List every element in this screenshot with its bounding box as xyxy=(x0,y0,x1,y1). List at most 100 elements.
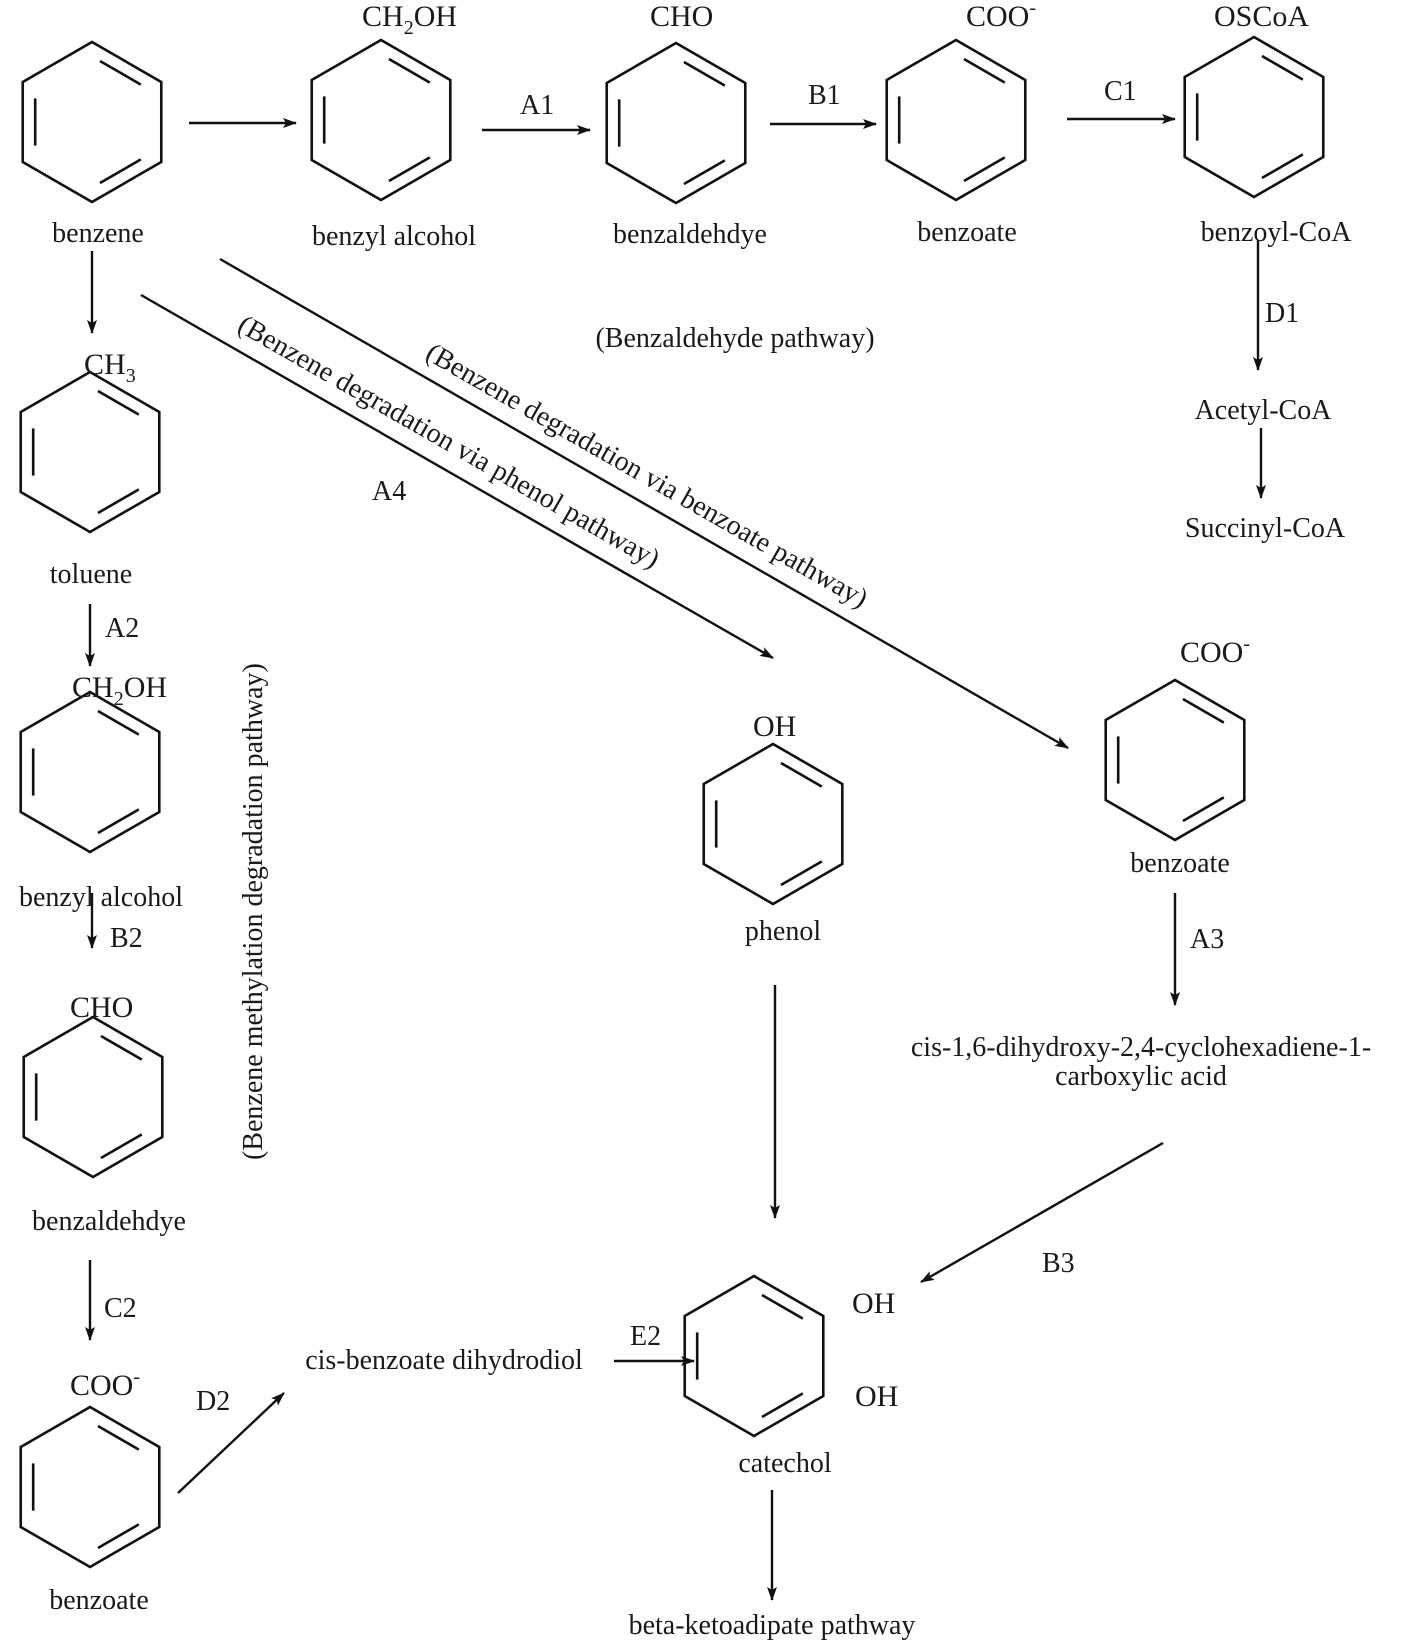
enzyme-labels: A1 B1 C1 D1 A2 B2 C2 D2 E2 A3 B3 A4 xyxy=(104,76,1299,1417)
compound-names: benzene benzyl alcohol benzaldehdye benz… xyxy=(19,217,1371,1641)
arrow-A4-phenol-pathway xyxy=(140,293,774,660)
enzyme-A1: A1 xyxy=(520,90,554,121)
ring-benzoate-left-outline xyxy=(19,1405,161,1569)
ring-benzyl-alcohol-left-double-bond xyxy=(97,709,140,736)
label-succinyl-coa: Succinyl-CoA xyxy=(1185,513,1346,544)
ring-benzyl-alcohol-left-double-bond xyxy=(97,808,140,835)
ring-benzyl-alcohol-top-double-bond xyxy=(388,156,431,183)
label-cyclohexadiene-line2: carboxylic acid xyxy=(1055,1061,1227,1092)
pathway-label-methylation: (Benzene methylation degradation pathway… xyxy=(238,663,269,1160)
enzyme-E2: E2 xyxy=(630,1321,661,1352)
label-benzene: benzene xyxy=(52,218,144,249)
enzyme-A2: A2 xyxy=(105,613,139,644)
ring-catechol-double-bond xyxy=(761,1293,804,1320)
ring-benzaldehyde-left-outline xyxy=(22,1015,164,1179)
ring-phenol-double-bond xyxy=(780,860,823,887)
ring-benzoate-top-double-bond xyxy=(963,57,1006,84)
ring-benzyl-alcohol-left xyxy=(19,690,161,854)
label-benzoyl-coa: benzoyl-CoA xyxy=(1201,217,1353,248)
label-cyclohexadiene-line1: cis-1,6-dihydroxy-2,4-cyclohexadiene-1- xyxy=(911,1032,1371,1063)
catechol-oh-2: OH xyxy=(855,1380,898,1413)
label-catechol: catechol xyxy=(738,1448,831,1479)
ring-phenol-double-bond xyxy=(780,761,823,788)
label-benzoate-left: benzoate xyxy=(49,1585,149,1616)
ring-phenol-outline xyxy=(702,742,844,906)
label-benzyl-alcohol-left: benzyl alcohol xyxy=(19,882,183,913)
enzyme-B2: B2 xyxy=(110,923,143,954)
ring-benzoate-right-double-bond xyxy=(1182,697,1225,724)
enzyme-D2: D2 xyxy=(196,1386,230,1417)
ring-benzene-double-bond xyxy=(99,158,142,185)
ring-benzaldehyde-left-double-bond xyxy=(100,1133,143,1160)
label-acetyl-coa: Acetyl-CoA xyxy=(1195,395,1333,426)
enzyme-A4: A4 xyxy=(372,476,406,507)
enzyme-C1: C1 xyxy=(1104,76,1137,107)
substituent-benzaldehyde-left: CHO xyxy=(70,991,133,1024)
ring-benzene-outline xyxy=(21,40,163,204)
substituent-benzoate-right: COO- xyxy=(1180,633,1250,669)
enzyme-B1: B1 xyxy=(808,80,841,111)
enzyme-B3: B3 xyxy=(1042,1248,1075,1279)
ring-benzoyl-coa-double-bond xyxy=(1261,54,1304,81)
ring-benzene-double-bond xyxy=(99,59,142,86)
label-toluene: toluene xyxy=(50,559,132,590)
ring-benzoate-top-outline xyxy=(885,38,1027,202)
ring-toluene-outline xyxy=(19,370,161,534)
ring-catechol-outline xyxy=(683,1274,825,1438)
label-beta-ketoadipate: beta-ketoadipate pathway xyxy=(629,1610,916,1641)
enzyme-D1: D1 xyxy=(1265,298,1299,329)
arrow-D2 xyxy=(177,1392,285,1494)
label-phenol: phenol xyxy=(745,916,821,947)
ring-toluene-double-bond xyxy=(97,389,140,416)
substituent-benzoate-top: COO- xyxy=(966,0,1036,33)
ring-benzoate-left-double-bond xyxy=(97,1424,140,1451)
substituent-benzoate-left: COO- xyxy=(70,1366,140,1402)
pathway-label-benzaldehyde: (Benzaldehyde pathway) xyxy=(595,323,874,354)
ring-benzaldehyde-left xyxy=(22,1015,164,1179)
ring-benzaldehyde-left-double-bond xyxy=(100,1034,143,1061)
substituent-phenol: OH xyxy=(753,710,796,743)
ring-benzoate-top-double-bond xyxy=(963,156,1006,183)
ring-benzene xyxy=(21,40,163,204)
ring-benzoate-right xyxy=(1104,678,1246,842)
ring-toluene-double-bond xyxy=(97,488,140,515)
label-benzoate-right: benzoate xyxy=(1130,848,1230,879)
substituent-benzaldehyde-top: CHO xyxy=(650,0,713,33)
catechol-oh-1: OH xyxy=(852,1287,895,1320)
ring-benzaldehyde-top-double-bond xyxy=(683,159,726,186)
label-benzoate-top: benzoate xyxy=(917,217,1017,248)
ring-catechol xyxy=(683,1274,825,1438)
ring-benzaldehyde-top-double-bond xyxy=(683,60,726,87)
ring-benzoyl-coa xyxy=(1183,35,1325,199)
label-benzaldehyde-left: benzaldehdye xyxy=(32,1206,186,1237)
label-benzaldehyde-top: benzaldehdye xyxy=(613,219,767,250)
label-benzyl-alcohol-top: benzyl alcohol xyxy=(312,221,476,252)
substituent-toluene: CH3 xyxy=(84,348,136,387)
ring-benzoate-right-outline xyxy=(1104,678,1246,842)
ring-benzoate-left xyxy=(19,1405,161,1569)
ring-benzoyl-coa-double-bond xyxy=(1261,153,1304,180)
ring-benzoate-right-double-bond xyxy=(1182,796,1225,823)
arrow-benzoate-pathway xyxy=(219,257,1069,750)
ring-toluene xyxy=(19,370,161,534)
label-cis-benzoate-dihydrodiol: cis-benzoate dihydrodiol xyxy=(305,1345,583,1376)
ring-benzyl-alcohol-top-outline xyxy=(310,38,452,202)
ring-benzyl-alcohol-top-double-bond xyxy=(388,57,431,84)
ring-phenol xyxy=(702,742,844,906)
substituent-benzyl-alcohol-top: CH2OH xyxy=(362,0,457,39)
substituent-benzyl-alcohol-left: CH2OH xyxy=(72,671,167,710)
ring-benzaldehyde-top xyxy=(605,41,747,205)
substituents: CH2OH CHO COO- OSCoA CH3 CH2OH CHO COO- … xyxy=(70,0,1309,1413)
ring-catechol-double-bond xyxy=(761,1392,804,1419)
substituent-benzoyl-coa: OSCoA xyxy=(1214,0,1309,33)
ring-benzyl-alcohol-top xyxy=(310,38,452,202)
arrow-B3 xyxy=(920,1141,1164,1284)
enzyme-A3: A3 xyxy=(1190,924,1224,955)
ring-benzoate-left-double-bond xyxy=(97,1523,140,1550)
ring-benzoate-top xyxy=(885,38,1027,202)
ring-benzyl-alcohol-left-outline xyxy=(19,690,161,854)
arrows xyxy=(85,114,1266,1601)
ring-benzaldehyde-top-outline xyxy=(605,41,747,205)
benzene-rings xyxy=(19,35,1325,1569)
